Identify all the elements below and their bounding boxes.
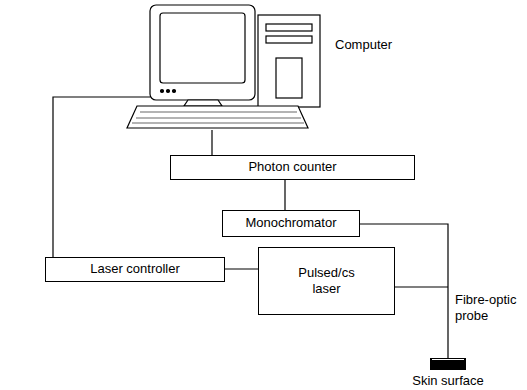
connector-line — [211, 130, 212, 155]
connector-line — [284, 180, 285, 210]
process-box: Laser controller — [45, 257, 225, 282]
connector-line — [225, 268, 258, 269]
node-text: Monochromator — [245, 215, 336, 231]
probe-tip-edge — [432, 359, 464, 360]
computer-icon — [127, 5, 320, 128]
node-text: Photon counter — [248, 159, 336, 175]
process-box: Monochromator — [222, 210, 360, 237]
node-text: Computer — [335, 37, 392, 53]
connector-line — [53, 97, 150, 257]
surface-label: Skin surface — [408, 373, 488, 389]
process-box: Photon counter — [170, 155, 415, 180]
computer-node: Computer — [150, 5, 400, 130]
node-text: Pulsed/cs laser — [291, 265, 363, 298]
fibre-label: Fibre-optic probe — [455, 292, 525, 325]
probe-tip — [430, 358, 466, 370]
process-box: Pulsed/cs laser — [258, 247, 395, 315]
node-text: Laser controller — [90, 261, 180, 277]
